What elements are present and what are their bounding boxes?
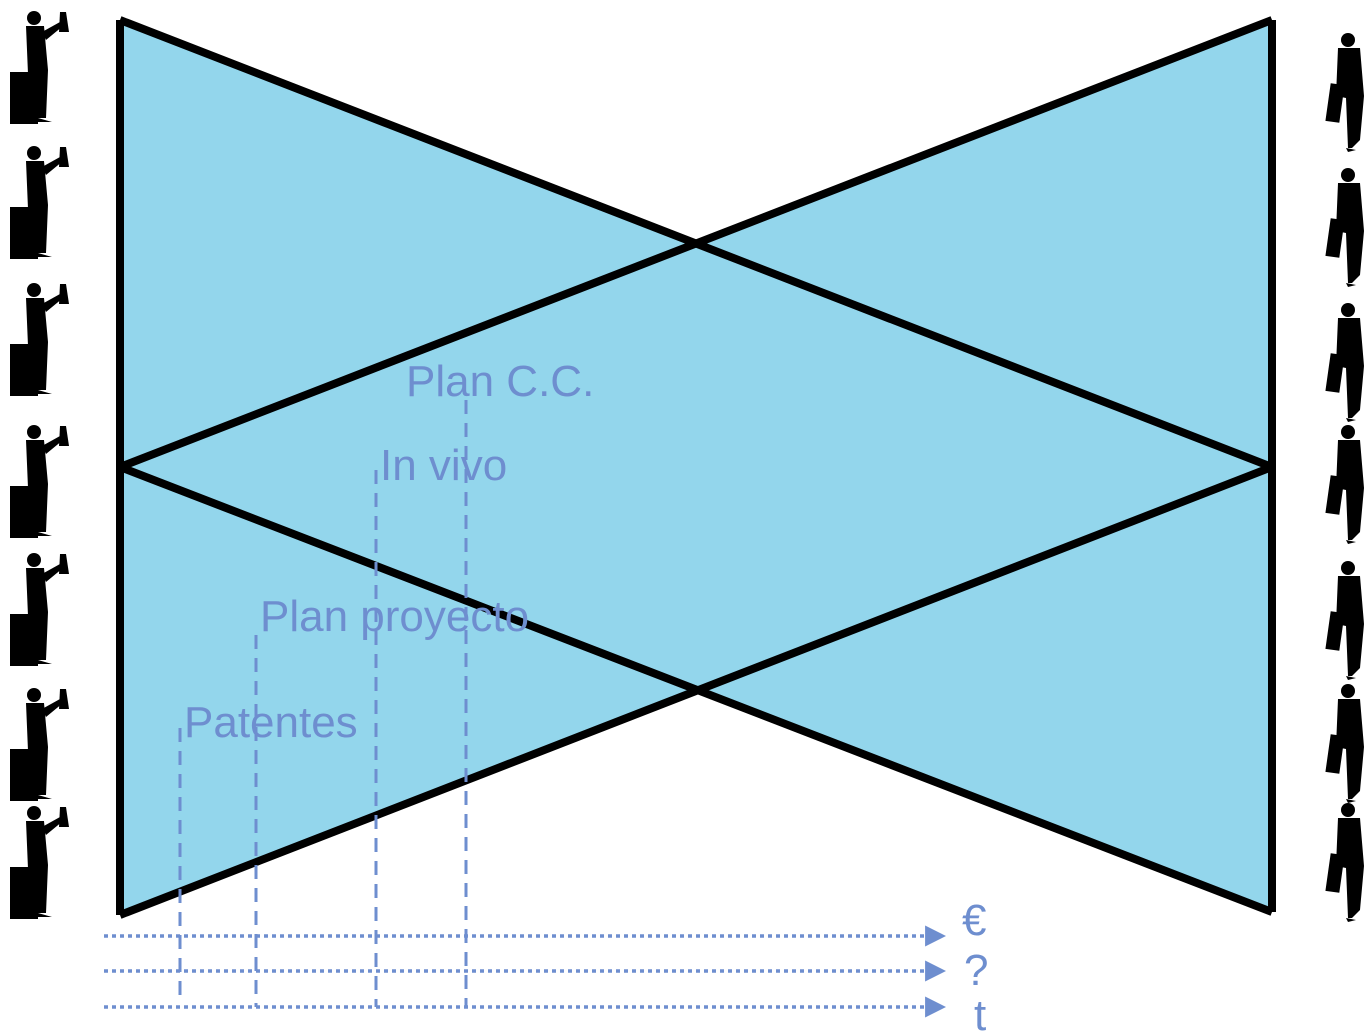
- axis-symbol-euro: €: [962, 896, 986, 945]
- businessperson-icon: [1325, 33, 1364, 152]
- scientist-icon: [10, 283, 69, 396]
- milestone-markers: [178, 400, 468, 1007]
- scientist-icon: [10, 11, 69, 124]
- businessperson-icon: [1325, 684, 1364, 803]
- businessperson-icon: [1325, 803, 1364, 922]
- businessperson-icon: [1325, 168, 1364, 287]
- businessperson-icon: [1325, 425, 1364, 544]
- axis-symbol-time: t: [974, 991, 986, 1035]
- scientist-icon: [10, 146, 69, 259]
- axis-symbol-question: ?: [964, 946, 988, 995]
- outline-diagonal-top-up: [118, 16, 1274, 471]
- scientist-icon: [10, 806, 69, 919]
- scientist-icon: [10, 553, 69, 666]
- businessperson-icon: [1325, 561, 1364, 680]
- axis-symbols: € ? t: [962, 896, 988, 1035]
- axes: [104, 925, 947, 1018]
- milestone-label-plan-cc: Plan C.C.: [406, 357, 594, 406]
- scientist-figures: [10, 11, 69, 919]
- businessperson-icon: [1325, 303, 1364, 422]
- milestone-label-plan-proyecto: Plan proyecto: [260, 592, 529, 641]
- scientist-icon: [10, 425, 69, 538]
- milestone-labels: Patentes Plan proyecto In vivo Plan C.C.: [184, 357, 594, 747]
- scientist-icon: [10, 688, 69, 801]
- bowtie-fill: [120, 20, 1272, 915]
- bowtie-outline: [116, 16, 1276, 919]
- milestone-label-in-vivo: In vivo: [380, 441, 507, 490]
- milestone-label-patentes: Patentes: [184, 698, 358, 747]
- outline-diagonal-bottom-up: [118, 463, 1274, 919]
- businessperson-figures: [1325, 33, 1364, 922]
- bowtie-diagram: [116, 16, 1276, 919]
